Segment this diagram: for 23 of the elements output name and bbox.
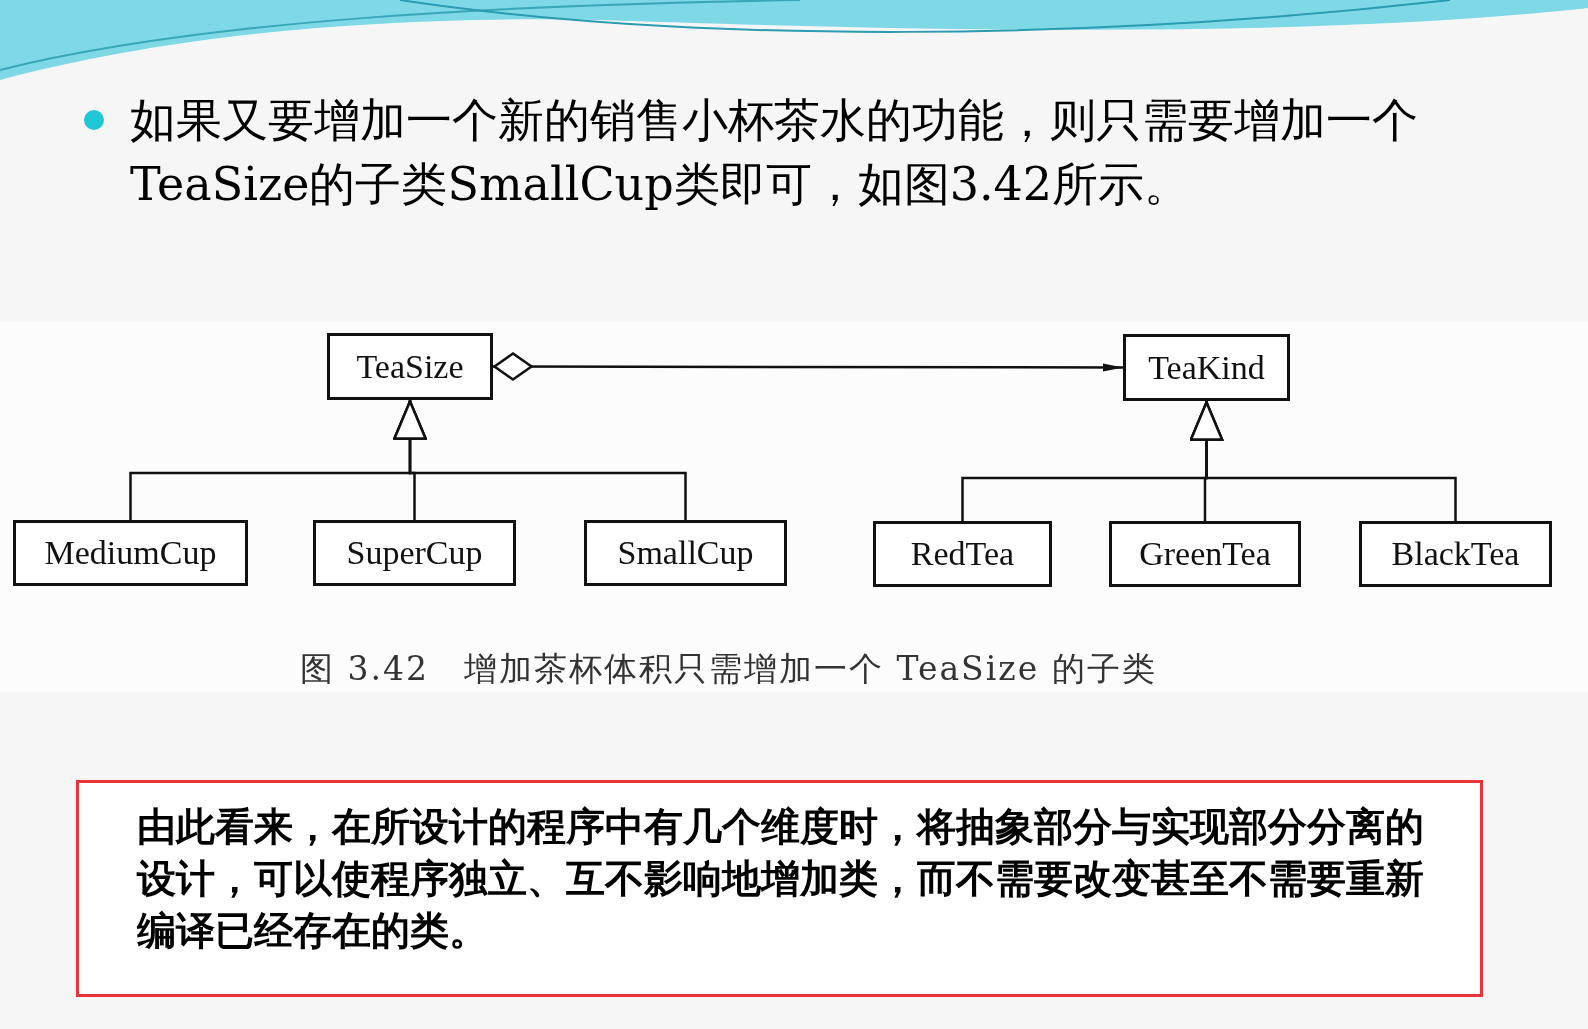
class-box <box>1123 334 1290 401</box>
class-name: SmallCup <box>617 534 754 572</box>
aggregation-arrow <box>493 352 1123 381</box>
class-box <box>1109 521 1301 587</box>
class-box <box>584 520 787 586</box>
class-name: GreenTea <box>1139 535 1271 573</box>
class-box <box>327 333 493 400</box>
bullet-text: 如果又要增加一个新的销售小杯茶水的功能，则只需要增加一个TeaSize的子类SmallCup类即可，如图3.42所示。 <box>130 92 1419 213</box>
class-name: MediumCup <box>44 534 217 572</box>
figure-caption: 图 3.42 增加茶杯体积只需增加一个 TeaSize 的子类 <box>300 648 1157 690</box>
class-box <box>1359 521 1552 587</box>
class-name: SuperCup <box>346 534 483 572</box>
class-name: TeaKind <box>1148 348 1265 387</box>
class-box <box>13 520 248 586</box>
note-box <box>76 780 1483 997</box>
class-box <box>313 520 516 586</box>
class-name: TeaSize <box>356 347 464 386</box>
inheritance-arrow <box>393 400 687 520</box>
class-box <box>873 521 1052 587</box>
class-name: RedTea <box>910 535 1015 573</box>
note-text: 由此看来，在所设计的程序中有几个维度时，将抽象部分与实现部分分离的设计，可以使程序独立、互不影响地增加类，而不需要改变甚至不需要重新编译已经存在的类。 <box>137 803 1425 955</box>
inheritance-arrow <box>1189 401 1457 521</box>
class-name: BlackTea <box>1391 535 1520 573</box>
